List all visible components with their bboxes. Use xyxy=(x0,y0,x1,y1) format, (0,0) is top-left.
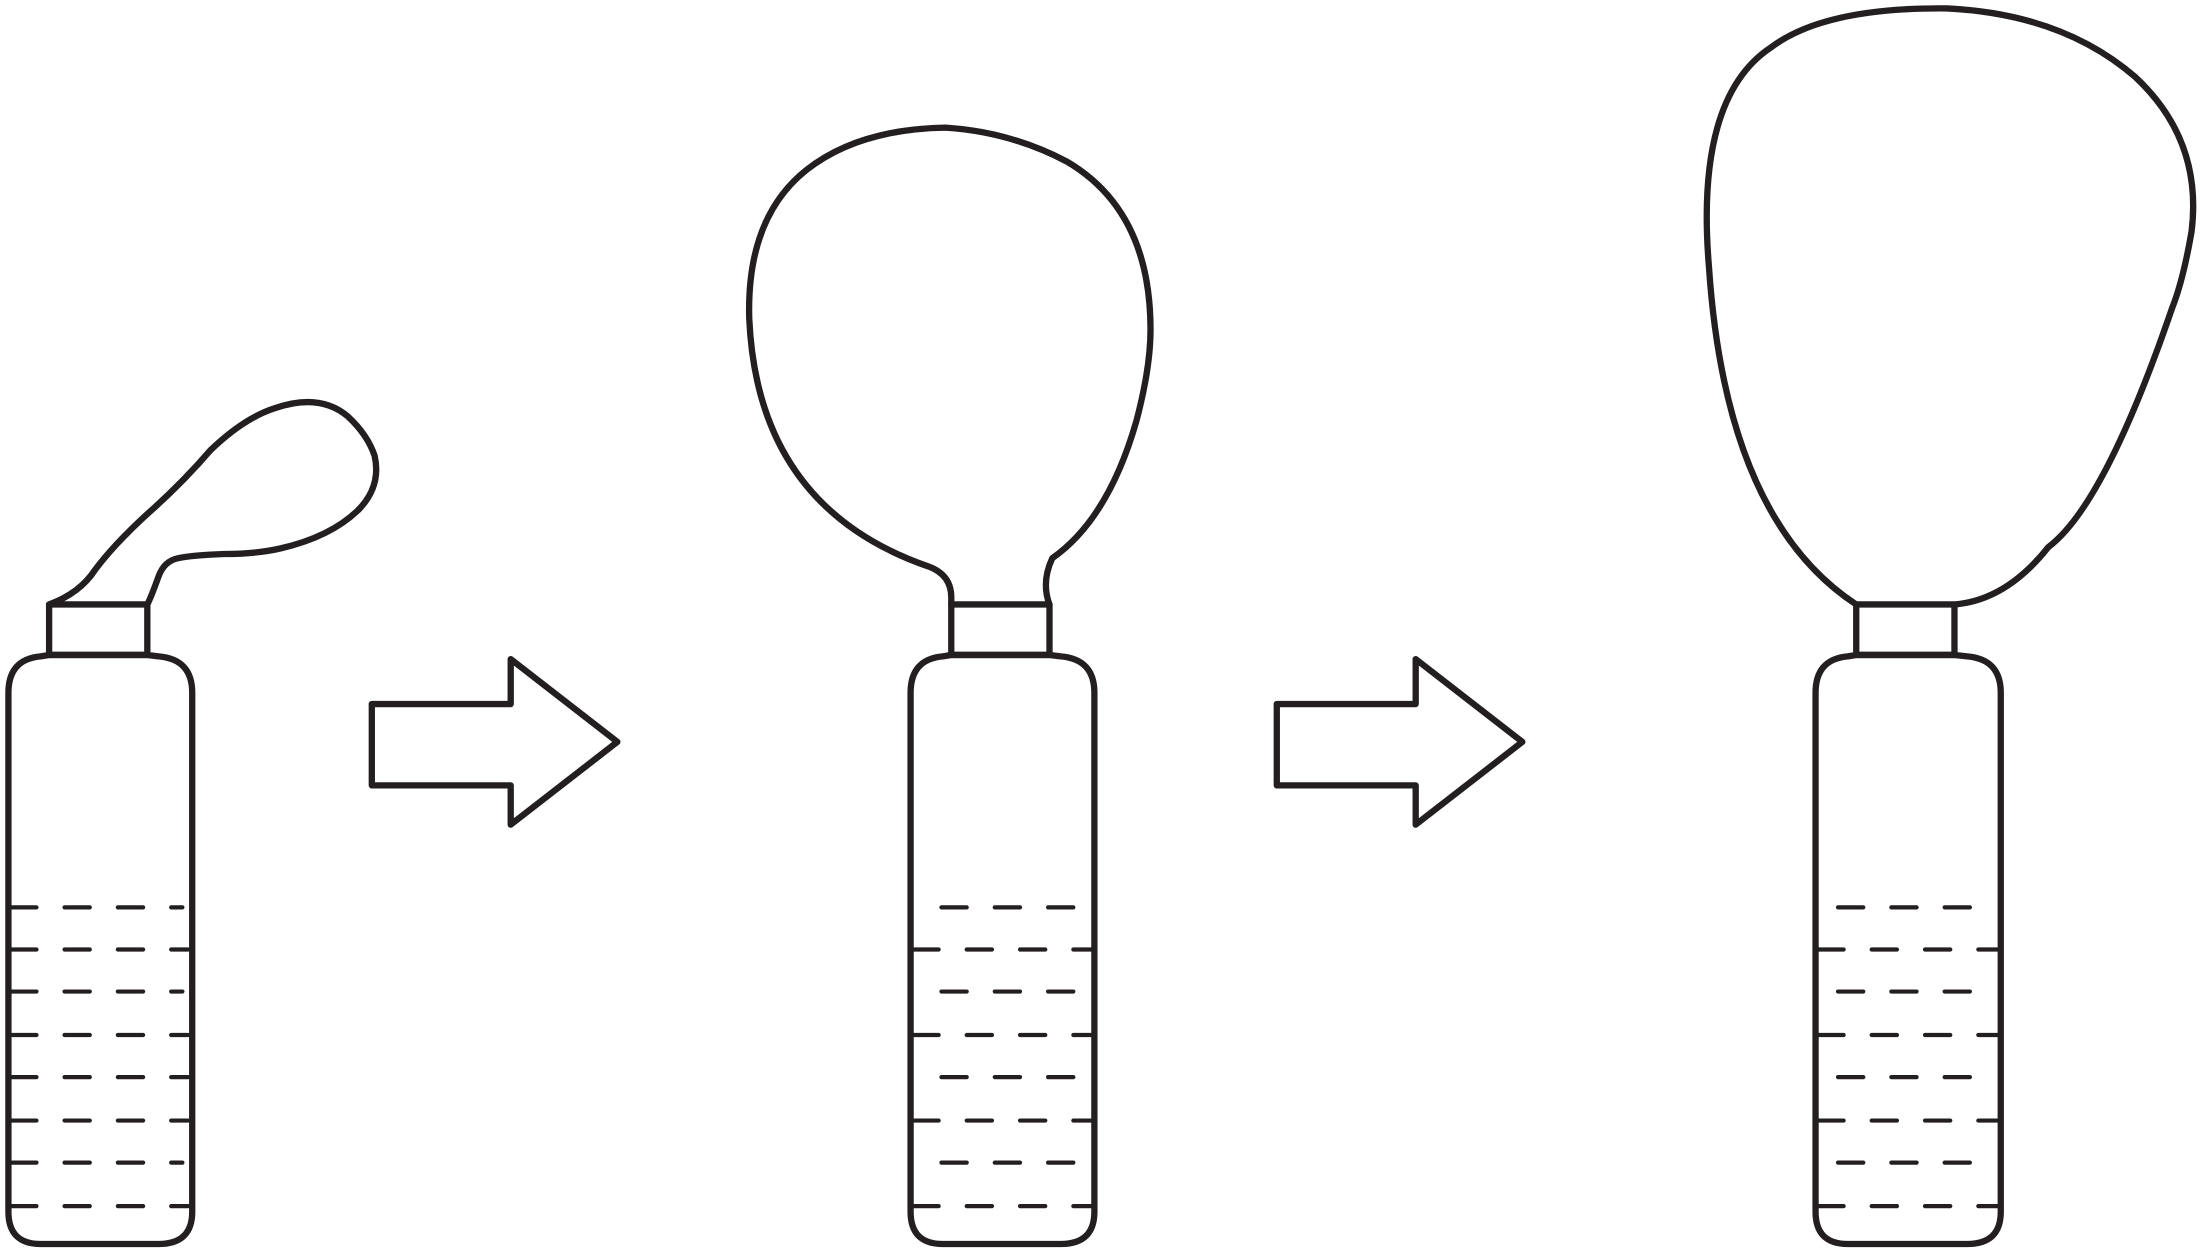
stage-1-deflated-balloon xyxy=(45,399,380,608)
stage-1-liquid xyxy=(9,905,191,1209)
arrow-2-right xyxy=(1273,656,1526,828)
arrow-1-right xyxy=(368,656,621,828)
stage-3-bottle-neck xyxy=(1853,601,1958,659)
stage-1-bottle-neck xyxy=(45,601,151,659)
stage-1-bottle-body xyxy=(5,651,196,1248)
stage-3-liquid xyxy=(1816,905,2001,1209)
stage-2-bottle-body xyxy=(907,651,1098,1248)
stage-1-bottle-with-deflated-balloon xyxy=(5,399,380,1248)
stage-2-partial-balloon xyxy=(745,124,1154,608)
stage-2-bottle-with-partial-balloon xyxy=(745,124,1154,1248)
stage-3-bottle-with-full-balloon xyxy=(1703,5,2197,1248)
stage-2-liquid xyxy=(911,905,1094,1209)
stage-3-full-balloon xyxy=(1703,5,2197,608)
stage-2-bottle-neck xyxy=(948,601,1053,659)
stage-3-bottle-body xyxy=(1812,651,2004,1248)
